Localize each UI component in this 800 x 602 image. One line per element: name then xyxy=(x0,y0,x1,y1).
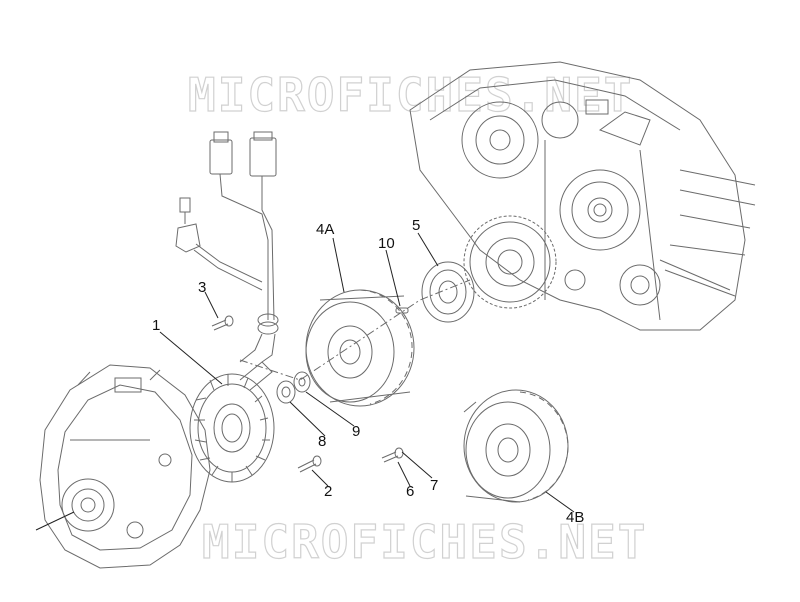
washer xyxy=(293,371,311,393)
starter-gear xyxy=(463,215,557,309)
callout-4a: 4A xyxy=(316,221,335,238)
callout-9: 9 xyxy=(352,423,361,440)
wiring-harness xyxy=(175,131,279,363)
flywheel-4b xyxy=(463,389,569,503)
watermark-top: MICROFICHES.NET xyxy=(187,67,634,122)
screw-3 xyxy=(211,315,234,331)
screw-2 xyxy=(297,455,322,473)
watermark-bottom: MICROFICHES.NET xyxy=(201,514,648,569)
nut xyxy=(276,380,296,404)
freewheel xyxy=(421,261,475,323)
leader-lines xyxy=(35,232,575,531)
callout-4b: 4B xyxy=(566,509,585,526)
callout-2: 2 xyxy=(324,483,333,500)
engine-crankcase xyxy=(409,61,756,331)
generator-cover xyxy=(39,364,211,569)
screw-6 xyxy=(381,447,404,463)
assembly-axis xyxy=(239,279,471,381)
callout-1: 1 xyxy=(152,317,161,334)
callout-7: 7 xyxy=(430,477,439,494)
callout-10: 10 xyxy=(378,235,395,252)
flywheel-4a xyxy=(305,289,415,407)
key xyxy=(395,307,409,314)
callout-3: 3 xyxy=(198,279,207,296)
callout-5: 5 xyxy=(412,217,421,234)
stator xyxy=(189,361,275,483)
callout-8: 8 xyxy=(318,433,327,450)
callout-6: 6 xyxy=(406,483,415,500)
